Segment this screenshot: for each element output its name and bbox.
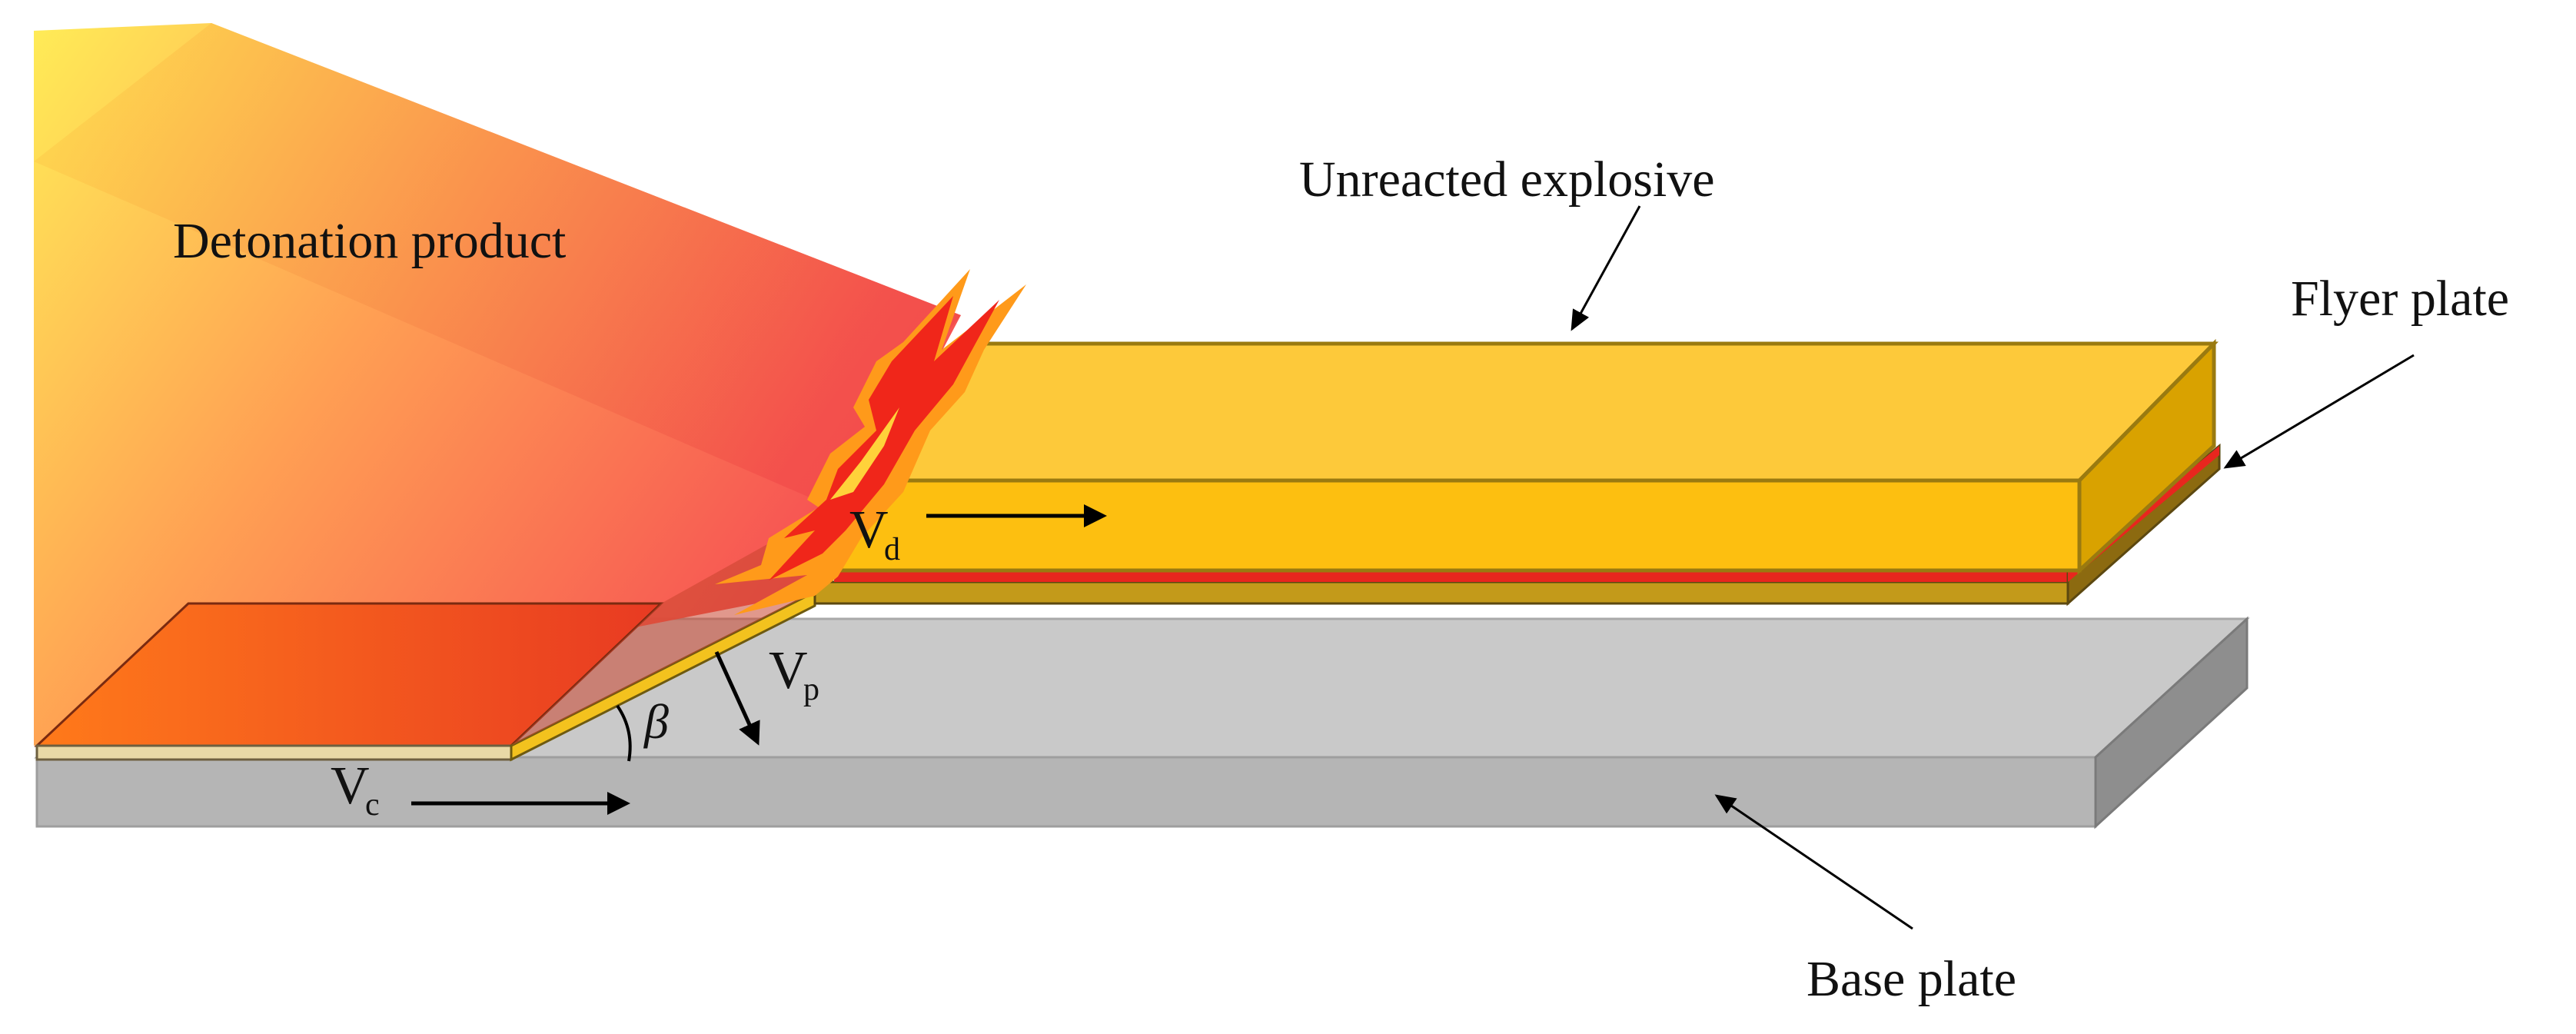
- label-flyer-plate: Flyer plate: [2291, 271, 2509, 327]
- vp-subscript: p: [803, 672, 819, 707]
- explosive-side: [2077, 338, 2216, 575]
- label-unreacted-explosive: Unreacted explosive: [1299, 151, 1715, 208]
- vd-symbol: V: [849, 500, 889, 560]
- vp-arrow: [714, 650, 760, 746]
- beta-angle-arc: [616, 704, 632, 762]
- label-vc: V c: [331, 756, 380, 823]
- base-plate-leader: [1714, 794, 1913, 930]
- vc-symbol: V: [331, 756, 370, 816]
- unreacted-explosive-block: [829, 338, 2219, 575]
- flyer-red-layer: [834, 570, 2068, 582]
- flyer-plate-leader: [2223, 354, 2415, 469]
- label-detonation-product: Detonation product: [173, 213, 566, 269]
- label-vp: V p: [769, 641, 819, 707]
- flyer-plate-front: [813, 580, 2069, 605]
- detonation-product-region: [34, 23, 961, 746]
- vp-symbol: V: [769, 641, 808, 700]
- detonation-front-burst-icon: [715, 269, 1026, 615]
- unreacted-explosive-leader: [1571, 205, 1641, 331]
- label-base-plate: Base plate: [1807, 951, 2016, 1007]
- explosive-front: [832, 478, 2082, 573]
- explosive-top: [829, 341, 2219, 483]
- welded-flyer-plate: [34, 602, 664, 761]
- base-plate-side: [2094, 616, 2249, 830]
- label-beta-angle: β: [643, 694, 669, 749]
- vc-subscript: c: [365, 787, 380, 823]
- vd-subscript: d: [884, 532, 900, 567]
- label-vd: V d: [849, 500, 900, 567]
